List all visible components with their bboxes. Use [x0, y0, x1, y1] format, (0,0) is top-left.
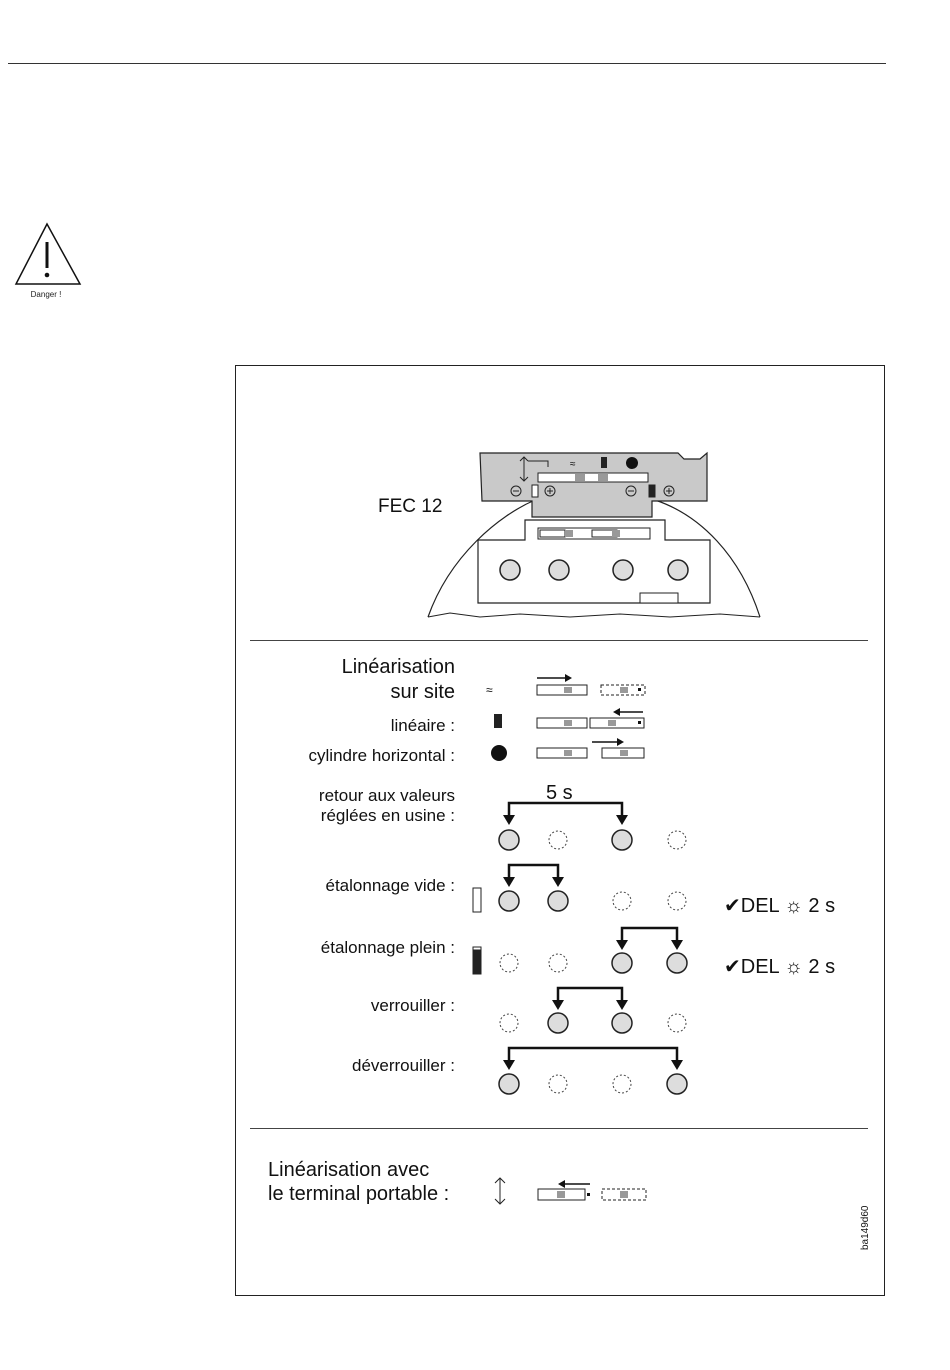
check-icon: ✔ [724, 956, 741, 978]
check-icon: ✔ [724, 895, 741, 917]
double-arrow-icon [495, 1178, 505, 1204]
bar-icon [494, 714, 502, 728]
label-factory-reset-1: retour aux valeurs [319, 786, 455, 806]
led-confirm-full: ✔DEL ☼ 2 s [724, 955, 835, 979]
separator-2 [250, 1128, 868, 1129]
handheld-title-2: le terminal portable : [268, 1182, 449, 1206]
label-empty-calibration: étalonnage vide : [326, 876, 456, 896]
warning-label: Danger ! [16, 290, 76, 299]
linearisation-switches: ≈ [480, 670, 660, 765]
linearisation-title: Linéarisation [342, 655, 455, 679]
label-unlock: déverrouiller : [352, 1056, 455, 1076]
handheld-switch [490, 1175, 660, 1210]
separator-1 [250, 640, 868, 641]
label-lineaire: linéaire : [391, 716, 455, 736]
half-circle-icon [491, 745, 507, 761]
linearisation-subtitle: sur site [391, 680, 455, 704]
label-lock: verrouiller : [371, 996, 455, 1016]
label-full-calibration: étalonnage plein : [321, 938, 455, 958]
svg-text:≈: ≈ [570, 459, 576, 470]
label-cylindre: cylindre horizontal : [309, 746, 455, 766]
key-combinations [465, 795, 705, 1100]
device-name: FEC 12 [378, 496, 442, 518]
figure-code: ba149d60 [860, 1210, 871, 1250]
top-rule [8, 63, 886, 64]
handheld-title-1: Linéarisation avec [268, 1158, 429, 1182]
led-confirm-empty: ✔DEL ☼ 2 s [724, 894, 835, 918]
device-illustration: ≈ [420, 445, 770, 625]
label-factory-reset-2: réglées en usine : [321, 806, 455, 826]
sun-icon: ☼ [785, 956, 803, 978]
sun-icon: ☼ [785, 895, 803, 917]
wave-icon: ≈ [486, 683, 493, 697]
